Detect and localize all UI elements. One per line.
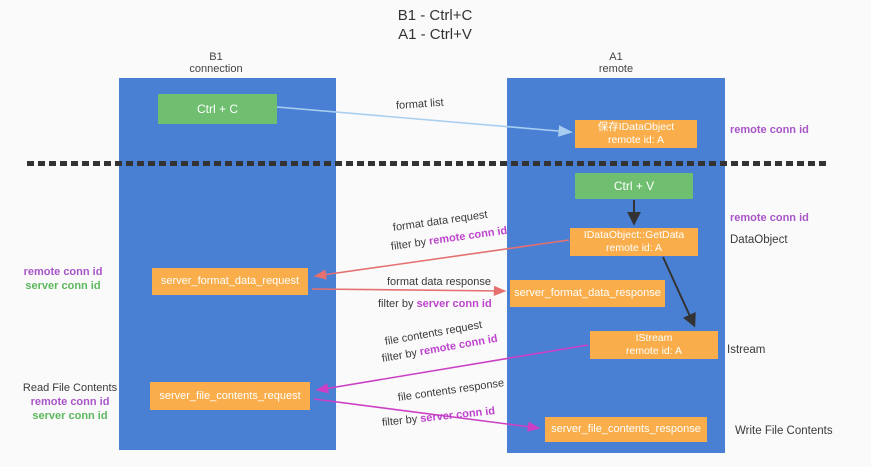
- read-file-contents-block: Read File Contents remote conn id server…: [15, 381, 125, 423]
- server-format-data-response-box: server_format_data_response: [510, 280, 665, 307]
- filter-by-prefix: filter by: [390, 236, 427, 253]
- right-column-header: A1 remote: [556, 51, 676, 75]
- filter-by-prefix: filter by: [380, 346, 418, 365]
- filter-by-prefix: filter by: [381, 413, 418, 429]
- server-file-contents-response-box: server_file_contents_response: [545, 417, 707, 442]
- filter-by-value: server conn id: [419, 405, 496, 425]
- remote-conn-id-label-mid: remote conn id: [730, 212, 809, 224]
- filter-by-value: remote conn id: [428, 224, 509, 248]
- remote-conn-id-label-bottom: remote conn id: [30, 396, 110, 408]
- read-file-contents-label: Read File Contents: [22, 382, 118, 394]
- write-file-contents-label: Write File Contents: [735, 425, 833, 437]
- phase-separator-dashed-line: [27, 161, 830, 166]
- server-file-contents-request-box: server_file_contents_request: [150, 382, 310, 410]
- istream-line2: remote id: A: [625, 345, 683, 357]
- diagram-title: B1 - Ctrl+C A1 - Ctrl+V: [310, 6, 560, 44]
- format-data-response-arrow: [311, 285, 507, 297]
- ctrl-v-label: Ctrl + V: [613, 179, 655, 193]
- filter-by-prefix: filter by: [378, 298, 414, 310]
- save-idataobject-line2: remote id: A: [607, 134, 665, 146]
- left-column-header: B1 connection: [156, 51, 276, 75]
- idataobject-getdata-box: IDataObject::GetData remote id: A: [570, 228, 698, 256]
- right-column-name: A1: [609, 51, 623, 63]
- title-line-2: A1 - Ctrl+V: [398, 26, 472, 43]
- ctrl-c-box: Ctrl + C: [158, 94, 277, 124]
- format-list-label: format list: [395, 96, 444, 112]
- server-file-contents-response-label: server_file_contents_response: [551, 423, 701, 435]
- save-idataobject-box: 保存IDataObject remote id: A: [575, 120, 697, 148]
- istream-box: IStream remote id: A: [590, 331, 718, 359]
- remote-conn-id-label-top: remote conn id: [730, 124, 809, 136]
- dataobject-label: DataObject: [730, 234, 788, 246]
- idataobject-getdata-line1: IDataObject::GetData: [583, 229, 685, 241]
- filter-by-value: server conn id: [416, 298, 492, 310]
- format-data-response-label: format data response: [387, 276, 491, 288]
- idataobject-getdata-line2: remote id: A: [605, 242, 663, 254]
- file-contents-response-label: file contents response: [397, 377, 505, 404]
- ctrl-v-box: Ctrl + V: [575, 173, 693, 199]
- istream-side-label: Istream: [727, 344, 766, 356]
- server-format-data-request-label: server_format_data_request: [160, 275, 300, 287]
- server-conn-id-label-left: server conn id: [25, 280, 101, 292]
- right-column-role: remote: [598, 63, 634, 75]
- save-idataobject-line1: 保存IDataObject: [597, 121, 675, 133]
- server-format-data-response-label: server_format_data_response: [514, 287, 661, 299]
- left-conn-id-block: remote conn id server conn id: [13, 265, 113, 293]
- server-format-data-request-box: server_format_data_request: [152, 268, 308, 295]
- istream-line1: IStream: [635, 332, 673, 344]
- remote-conn-id-label-left: remote conn id: [23, 266, 103, 278]
- server-file-contents-request-label: server_file_contents_request: [159, 389, 301, 402]
- server-conn-id-label-bottom: server conn id: [32, 410, 108, 422]
- left-column-role: connection: [189, 63, 243, 75]
- ctrl-c-label: Ctrl + C: [196, 102, 238, 116]
- title-line-1: B1 - Ctrl+C: [397, 7, 473, 24]
- left-column-name: B1: [209, 51, 223, 63]
